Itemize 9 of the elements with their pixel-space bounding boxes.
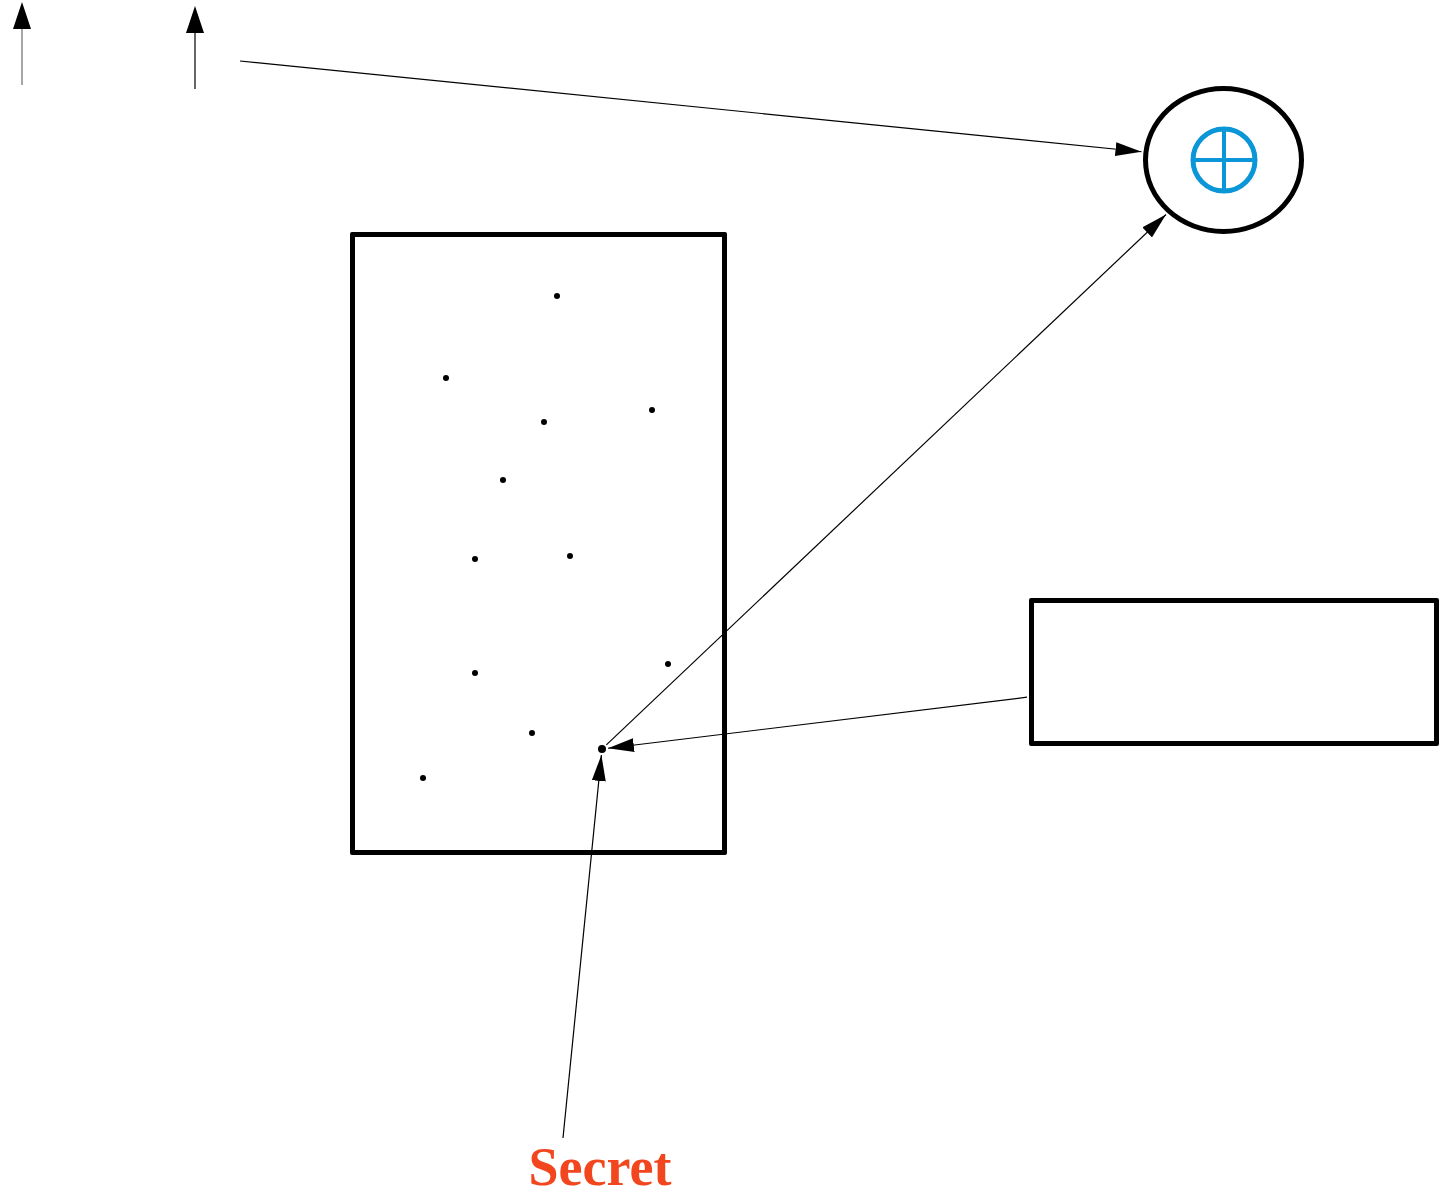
- label-text: Secret: [528, 1140, 672, 1194]
- arrow: [605, 213, 1167, 746]
- circle-node: [1143, 86, 1304, 234]
- rectangle-box: [350, 232, 727, 855]
- arrow: [562, 754, 606, 1139]
- arrow: [239, 60, 1143, 157]
- arrow: [607, 696, 1028, 753]
- target-dot: [598, 745, 606, 753]
- rectangle-box: [1029, 598, 1439, 746]
